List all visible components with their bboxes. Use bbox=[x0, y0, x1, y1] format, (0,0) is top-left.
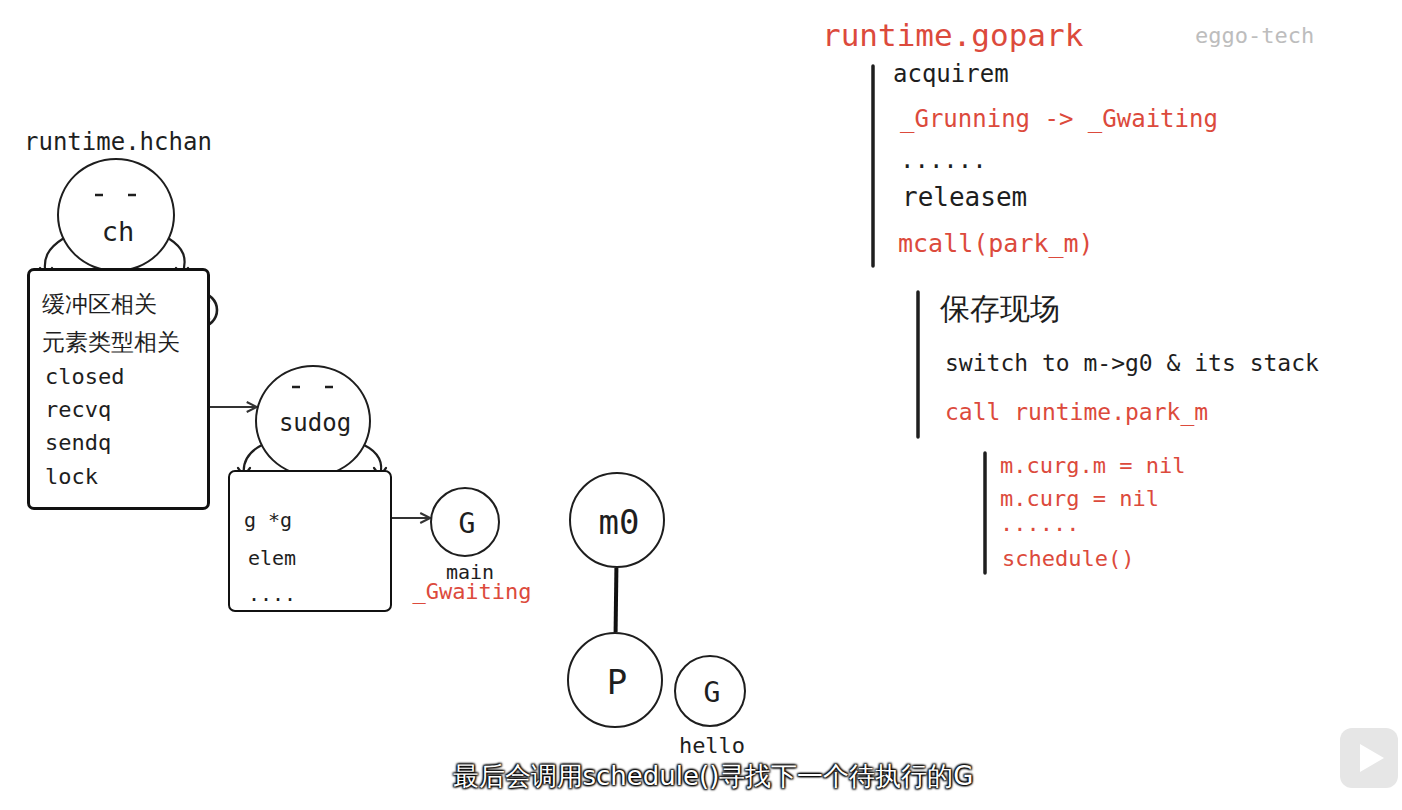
code-step: m.curg = nil bbox=[1000, 488, 1159, 510]
node-name: G bbox=[459, 510, 476, 538]
play-icon bbox=[1340, 728, 1398, 788]
goroutine-name: hello bbox=[679, 735, 745, 757]
node-name: ch bbox=[102, 218, 135, 245]
sudog-fields: g *g elem.... bbox=[228, 470, 392, 612]
eye bbox=[128, 194, 136, 197]
eye bbox=[325, 386, 333, 389]
goroutine-circle: Gmain_Gwaiting bbox=[430, 487, 500, 557]
bracket-bar bbox=[871, 66, 875, 266]
watermark: eggo-tech bbox=[1195, 25, 1314, 47]
pointer-arrow bbox=[392, 517, 430, 519]
field-name: lock bbox=[45, 466, 98, 488]
step-heading: 保存现场 bbox=[940, 294, 1060, 324]
code-step: schedule() bbox=[1002, 548, 1134, 570]
field-name: closed bbox=[45, 366, 124, 388]
play-icon bbox=[1360, 744, 1384, 772]
field-group: 缓冲区相关 bbox=[42, 293, 157, 316]
sudog-head: sudog bbox=[255, 365, 371, 477]
field-name: g *g bbox=[244, 510, 292, 530]
field-name: elem bbox=[248, 548, 296, 568]
code-step: mcall(park_m) bbox=[898, 231, 1094, 256]
caption: 最后会调用schedule()寻找下一个待执行的G bbox=[453, 763, 974, 789]
bracket-bar bbox=[916, 292, 920, 437]
ch-head: runtime.hchanch bbox=[57, 158, 175, 272]
ellipsis: ...... bbox=[900, 148, 987, 172]
code-step: call runtime.park_m bbox=[945, 401, 1208, 424]
ellipsis: ...... bbox=[1000, 513, 1079, 535]
code-step: switch to m->g0 & its stack bbox=[945, 352, 1319, 375]
node-name: sudog bbox=[279, 411, 351, 435]
function-name: runtime.gopark bbox=[822, 20, 1083, 51]
field-group: 元素类型相关 bbox=[42, 331, 180, 354]
code-step: releasem bbox=[902, 184, 1027, 210]
m-circle: m0 bbox=[569, 472, 665, 568]
goroutine-state: _Gwaiting bbox=[412, 581, 531, 603]
eye bbox=[292, 386, 300, 389]
link-line bbox=[614, 568, 619, 632]
hchan-fields: 缓冲区相关元素类型相关 closed recvq sendq lock bbox=[27, 268, 210, 510]
node-name: P bbox=[607, 665, 627, 699]
field-name: recvq bbox=[45, 399, 111, 421]
goroutine-circle: Ghello bbox=[674, 655, 746, 727]
bracket-bar bbox=[983, 453, 987, 573]
pointer-arrow bbox=[210, 406, 257, 408]
node-name: m0 bbox=[599, 505, 640, 539]
p-circle: P bbox=[567, 632, 663, 728]
eye bbox=[95, 194, 103, 197]
code-step: _Grunning -> _Gwaiting bbox=[900, 107, 1218, 131]
field-name: sendq bbox=[45, 432, 111, 454]
code-step: acquirem bbox=[893, 62, 1009, 86]
node-name: G bbox=[704, 679, 721, 707]
type-name: runtime.hchan bbox=[24, 130, 212, 154]
field-name: .... bbox=[248, 584, 296, 604]
code-step: m.curg.m = nil bbox=[1000, 455, 1185, 477]
goroutine-name: main bbox=[446, 562, 494, 582]
